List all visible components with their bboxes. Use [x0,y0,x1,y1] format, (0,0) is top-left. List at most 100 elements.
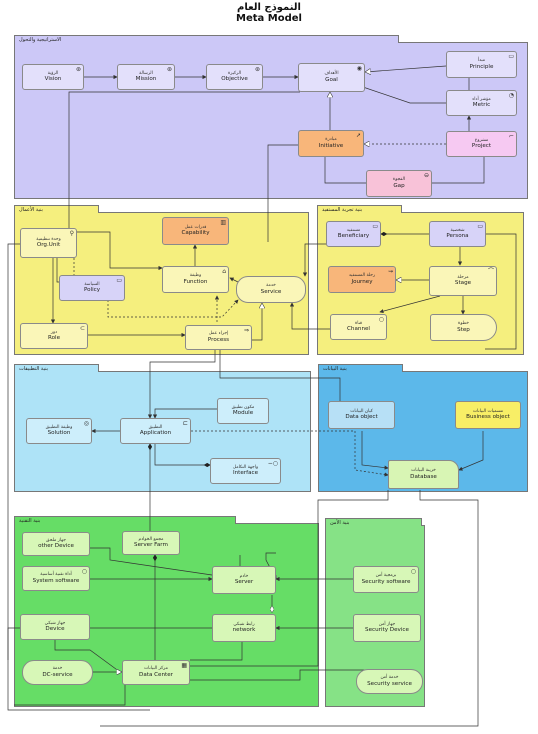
node-policy[interactable]: ▭ السياسة Policy [59,275,125,301]
node-function-ar: وظيفة [189,273,202,279]
node-securitysoftware-ar: برمجية أمن [375,573,397,579]
node-network[interactable]: رابط شبكي network [212,614,276,642]
node-application[interactable]: ⊏ التطبيق Application [120,418,191,444]
node-server-farm[interactable]: مجمع الخوادم Server Farm [122,531,180,555]
node-interface-ar: واجهة التكامل [232,464,259,470]
node-beneficiary[interactable]: ▭ مستفيد Beneficiary [326,221,381,247]
node-solution[interactable]: ◎ وظيفة التطبيق Solution [26,418,92,444]
edge-beneficiary-service [302,243,330,277]
node-function-en: Function [183,278,208,285]
node-dcservice-en: DC-service [42,671,73,678]
node-solution-ar: وظيفة التطبيق [45,424,73,430]
node-systemsoftware-en: System software [32,577,80,584]
node-datacenter-ar: مركز البيانات [144,666,168,672]
node-objective-ar: الركيزة [227,70,242,76]
circle-icon: ○ [378,316,384,323]
circle-icon: ○ [81,568,87,575]
node-data-center[interactable]: ▦ مركز البيانات Data Center [122,660,190,685]
node-system-software[interactable]: ○ أداة تقنية أساسية System software [22,566,90,591]
node-step-ar: خطوة [458,321,469,327]
node-security-software[interactable]: ○ برمجية أمن Security software [353,566,419,593]
node-device-ar: جهاز شبكي [44,620,66,626]
node-network-ar: رابط شبكي [233,621,255,627]
node-businessobject[interactable]: مسميات البيانات Business object [455,401,521,429]
node-policy-en: Policy [83,287,101,294]
node-other-device[interactable]: جهاز ملحق other Device [22,532,90,556]
component-icon: ⊏ [182,420,188,427]
node-module[interactable]: مكون تطبيق Module [217,398,269,424]
node-server[interactable]: خادم Server [212,566,276,594]
node-stage[interactable]: ⌒ مرحلة Stage [429,266,497,296]
user-icon: ▭ [372,223,378,230]
node-mission[interactable]: ⊛ الرسالة Mission [117,64,175,90]
node-device[interactable]: جهاز شبكي Device [20,614,90,640]
node-businessobject-ar: مسميات البيانات [472,408,504,414]
node-process[interactable]: ⇒ إجراء عمل Process [185,325,252,350]
node-step[interactable]: خطوة Step [430,314,497,341]
edge-stage-channel [379,295,441,314]
group-tech-label: بنية التقنية [14,516,236,524]
node-metric-en: Metric [472,102,491,109]
node-journey[interactable]: ⇝ رحلة المستفيد Journey [328,266,396,293]
node-application-ar: التطبيق [148,424,163,430]
node-interface-en: Interface [232,470,259,477]
node-interface[interactable]: −○ واجهة التكامل Interface [210,458,281,484]
gear-icon: ⊛ [75,66,81,73]
node-systemsoftware-ar: أداة تقنية أساسية [40,572,72,578]
node-objective-en: Objective [221,76,248,83]
node-dataobject-ar: كيان البيانات [350,408,373,414]
edge-orgunit-capability [77,231,163,271]
node-function[interactable]: ⌂ وظيفة Function [162,266,229,293]
node-database-en: Database [410,473,437,480]
node-security-service[interactable]: خدمة أمن Security service [356,669,423,694]
edge-security-service [190,669,390,681]
edge-network-datacenter [190,642,243,661]
node-dc-service[interactable]: خدمة DC-service [22,660,93,685]
role-icon: ⊂ [79,325,85,332]
node-orgunit-en: Org.Unit [36,242,61,249]
node-dataobject[interactable]: كيان البيانات Data object [328,401,395,429]
node-module-ar: مكون تطبيق [231,404,255,410]
diagram-title: Meta Model [236,13,302,24]
edge-device-outer [7,627,20,660]
node-role-en: Role [47,335,61,342]
node-policy-ar: السياسة [84,281,100,287]
node-principle-en: Principle [469,63,494,70]
node-mission-en: Mission [135,76,157,83]
node-otherdevice-ar: جهاز ملحق [46,537,66,543]
node-channel-en: Channel [347,326,370,333]
interface-icon: −○ [267,460,278,467]
node-initiative[interactable]: ➚ مبادرة Initiative [298,130,364,157]
edge-gap-project [420,157,485,184]
node-securitydevice-en: Security Device [365,627,409,634]
node-principle[interactable]: ▭ مبدأ Principle [446,51,517,78]
node-database[interactable]: خزينة البيانات Database [388,460,459,489]
edge-businessobject-database [458,431,484,471]
node-capability-en: Capability [181,230,210,237]
node-principle-ar: مبدأ [477,58,486,64]
node-vision[interactable]: ⊛ الرؤية Vision [22,64,84,90]
node-service[interactable]: خدمة Service [236,276,306,303]
node-project[interactable]: ⌐ مشروع Project [446,131,517,157]
node-channel[interactable]: ○ قناة Channel [330,314,387,340]
node-orgunit[interactable]: ⚲ وحدة تنظيمية Org.Unit [20,228,77,258]
diagram-title-arabic: النموذج العام [237,2,301,13]
stage-icon: ⌒ [487,268,494,275]
node-security-device[interactable]: جهاز أمن Security Device [353,614,421,642]
node-stage-ar: مرحلة [457,274,469,280]
node-gap[interactable]: ⊖ الفجوة Gap [366,170,432,197]
node-role[interactable]: ⊂ دور Role [20,323,88,349]
node-persona-en: Persona [446,233,469,240]
arrow-icon: ⇒ [243,327,249,334]
node-objective[interactable]: ⊛ الركيزة Objective [206,64,263,90]
node-project-ar: مشروع [474,137,489,143]
node-stage-en: Stage [454,280,472,287]
node-step-en: Step [457,326,470,333]
node-metric[interactable]: ◔ مؤشر أداء Metric [446,90,517,116]
gap-icon: ⊖ [423,172,429,179]
node-goal[interactable]: ◉ الأهداف Goal [298,63,365,92]
node-capability[interactable]: ▥ قدرات عمل Capability [162,217,229,245]
building-icon: ▦ [181,662,187,669]
node-persona[interactable]: ▭ شخصية Persona [429,221,486,247]
